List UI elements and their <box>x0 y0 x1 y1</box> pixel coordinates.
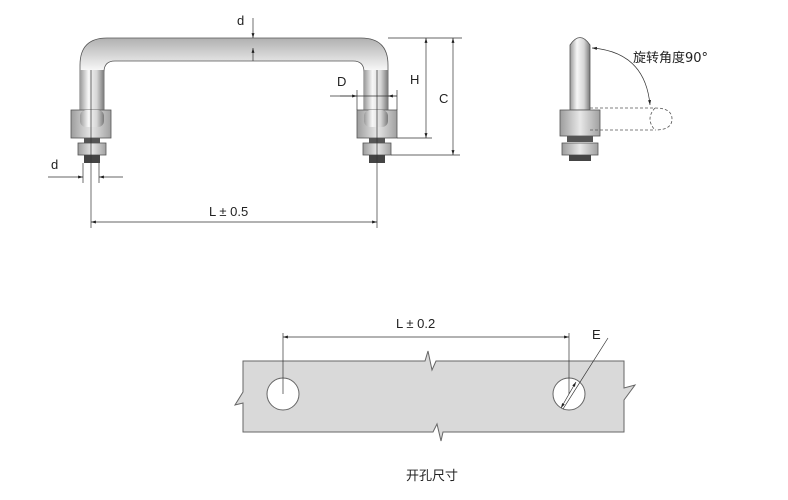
label-H: H <box>410 72 419 87</box>
plate <box>233 350 637 442</box>
cutout-caption: 开孔尺寸 <box>406 469 458 484</box>
label-D: D <box>337 74 346 89</box>
rotated-position-outline <box>590 107 673 131</box>
rotation-arc <box>591 46 652 106</box>
cutout-plate: L ± 0.2 E 开孔尺寸 <box>233 316 637 484</box>
label-d-bottom: d <box>51 157 58 172</box>
side-collar <box>559 109 601 137</box>
label-L-cutout: L ± 0.2 <box>396 316 435 331</box>
rotation-angle-label: 旋转角度90° <box>633 50 708 66</box>
left-screw <box>77 138 107 163</box>
side-rod <box>569 37 591 111</box>
label-E: E <box>592 327 601 342</box>
label-d-top: d <box>237 13 244 28</box>
label-C: C <box>439 91 448 106</box>
handle-front-view: d D H C d L ± 0.5 <box>48 13 462 228</box>
label-L-handle: L ± 0.5 <box>209 204 248 219</box>
side-nut <box>561 142 599 156</box>
handle-side-view: 旋转角度90° <box>559 37 708 161</box>
